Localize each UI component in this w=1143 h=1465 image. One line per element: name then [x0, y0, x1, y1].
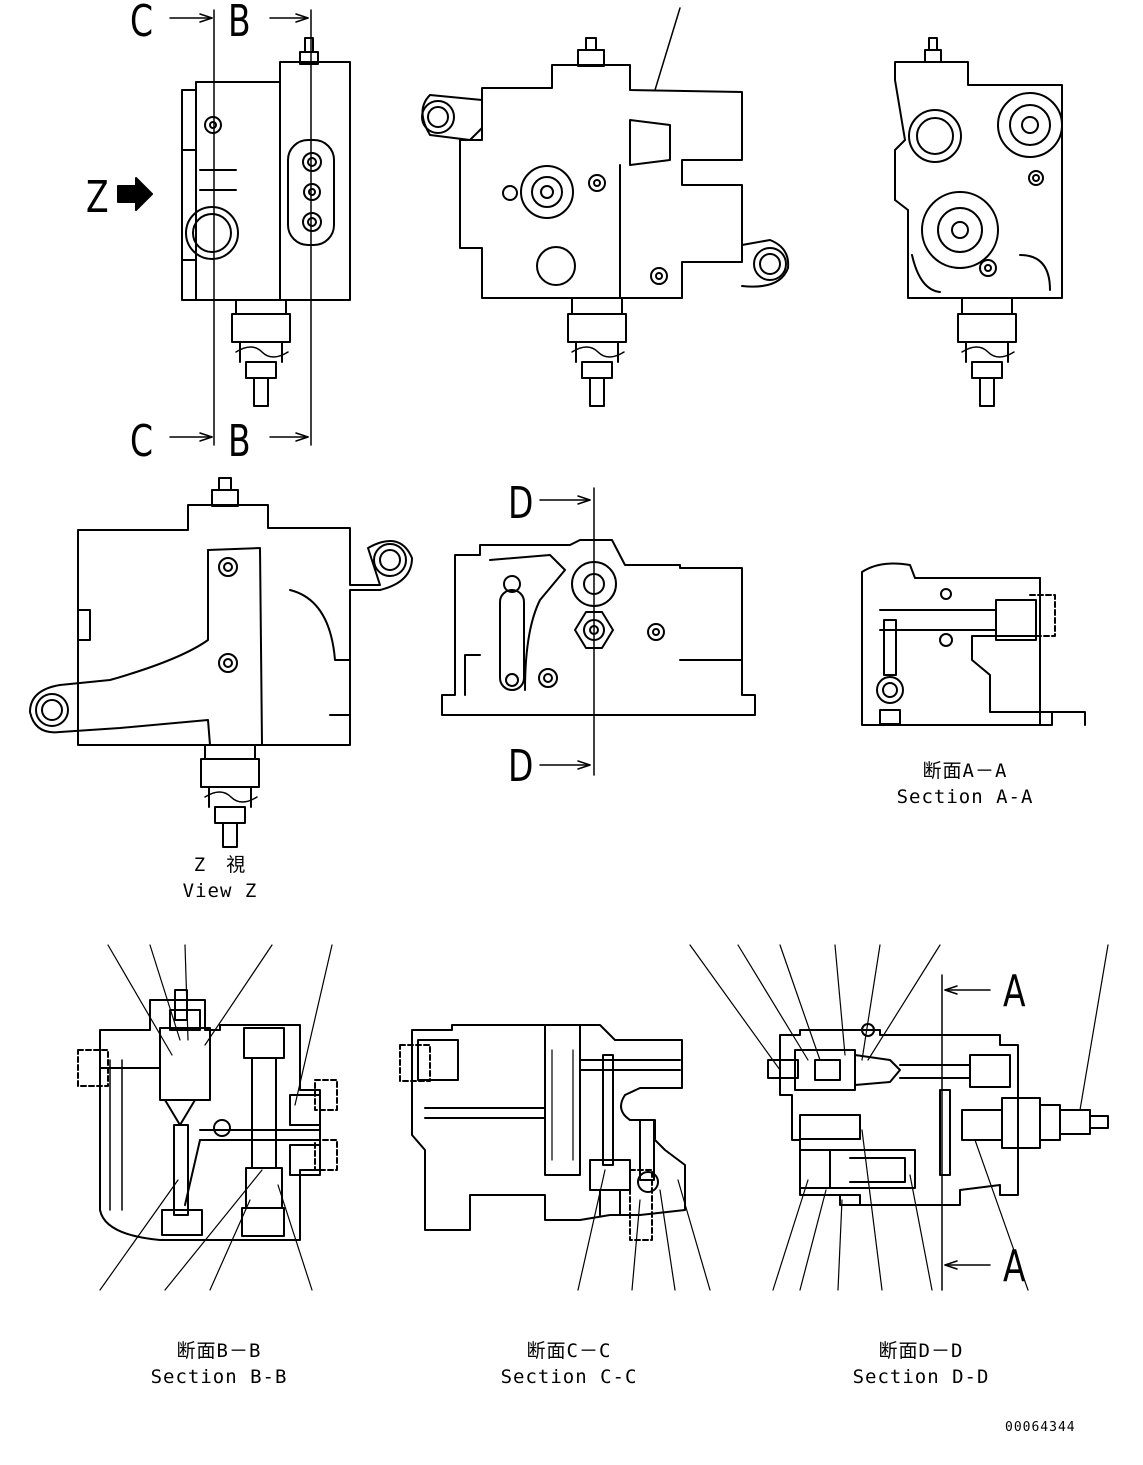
cut-marker-b-bottom: B [228, 416, 251, 467]
section-b-b-caption-jp: 断面B－B [176, 1340, 262, 1362]
drawing-number: 00064344 [1005, 1420, 1076, 1435]
cut-marker-c-top: C [130, 0, 154, 47]
cut-marker-d-bottom: D [508, 741, 534, 792]
section-c-c-caption: Section C-C [500, 1366, 638, 1388]
section-b-b-caption: Section B-B [150, 1366, 288, 1388]
section-d-d-drawing [689, 944, 1109, 1291]
view-z-drawing [29, 477, 413, 848]
section-c-c-drawing [399, 1024, 711, 1291]
view-marker-z: Z [86, 172, 109, 223]
cut-marker-a-top: A [1003, 966, 1026, 1017]
section-a-a-drawing [861, 562, 1086, 726]
view-z-caption-jp: Z 視 [193, 854, 247, 876]
cut-marker-a-bottom: A [1003, 1241, 1026, 1292]
view-z-caption: View Z [182, 880, 258, 902]
side-view [421, 7, 790, 407]
cut-marker-c-bottom: C [130, 416, 154, 467]
cut-marker-b-top: B [228, 0, 251, 47]
rear-view [894, 37, 1063, 407]
top-view [441, 487, 756, 776]
section-c-c-caption-jp: 断面C－C [526, 1340, 612, 1362]
section-a-a-caption-jp: 断面A－A [922, 760, 1008, 782]
section-a-a-caption: Section A-A [896, 786, 1034, 808]
section-b-b-drawing [77, 944, 338, 1291]
section-d-d-caption: Section D-D [852, 1366, 990, 1388]
cut-marker-d-top: D [508, 478, 534, 529]
section-d-d-caption-jp: 断面D－D [878, 1340, 964, 1362]
front-view [117, 9, 351, 446]
